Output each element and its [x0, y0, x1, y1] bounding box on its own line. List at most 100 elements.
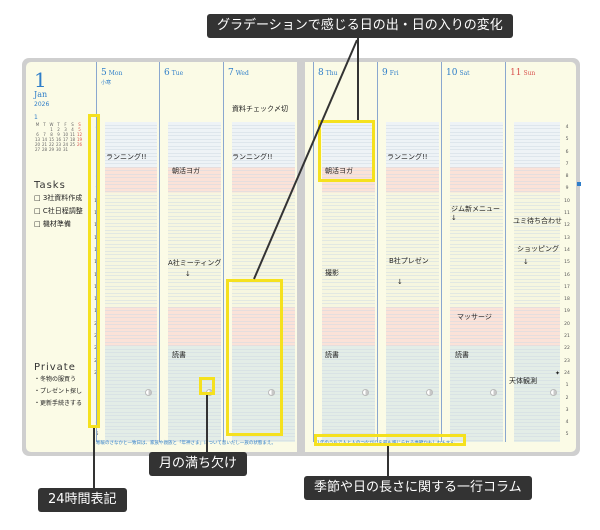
hours-highlight: [88, 114, 100, 428]
mini-calendar-dow: F: [64, 122, 67, 127]
note: ジム新メニュー: [451, 205, 500, 213]
note: 朝活ヨガ: [325, 167, 353, 175]
month-number: 1: [34, 68, 47, 92]
mini-calendar-day: 29: [48, 147, 55, 152]
mini-calendar-day: 20: [34, 142, 41, 147]
hour-label: 6: [565, 149, 569, 155]
moon-phase-icon: [426, 389, 433, 396]
hour-label: 8: [565, 174, 569, 180]
mini-calendar-day: 27: [34, 147, 41, 152]
mini-calendar-day: 1: [50, 127, 53, 132]
day-grid[interactable]: [232, 122, 295, 442]
note: 天体観測: [509, 377, 537, 385]
leader-line: [387, 446, 389, 476]
tasks-list: □ 3社資料作成 □ C社日程調整 □ 機材準備: [34, 192, 83, 231]
note: ランニング!!: [387, 153, 428, 161]
hour-label: 3: [565, 407, 569, 413]
day-of-week: Wed: [235, 70, 249, 77]
note: ランニング!!: [232, 153, 273, 161]
day-grid[interactable]: [322, 122, 375, 442]
day-of-week: Sat: [459, 70, 470, 77]
note: ユミ待ち合わせ: [513, 217, 562, 225]
mini-calendar-day: 30: [55, 147, 62, 152]
mini-calendar-day: 13: [34, 137, 41, 142]
hour-label: 16: [564, 272, 570, 278]
leader-line: [206, 395, 208, 453]
mini-calendar-dow: S: [71, 122, 74, 127]
day-grid[interactable]: [105, 122, 157, 442]
note: A社ミーティング: [168, 259, 222, 267]
mini-calendar-day: 9: [57, 132, 60, 137]
hour-label: 7: [565, 161, 569, 167]
mini-calendar-day: 22: [48, 142, 55, 147]
day-grid[interactable]: [514, 122, 560, 442]
mini-calendar-day: 24: [62, 142, 69, 147]
hour-label: 4: [565, 420, 569, 426]
hour-label: 9: [565, 186, 569, 192]
daily-column-text: 寒暖のさなかと一致日は、家族や親族と「年神さま」について思いだし一族の状態まえ。: [96, 441, 276, 446]
mini-calendar-day: 11: [69, 132, 76, 137]
hour-label: 10: [564, 198, 570, 204]
month-name: Jan: [34, 90, 48, 99]
bookmark-tab: [577, 182, 581, 186]
note: B社プレゼン: [389, 257, 429, 265]
day-grid[interactable]: [386, 122, 439, 442]
note: ランニング!!: [106, 153, 147, 161]
mini-calendar-day: 10: [62, 132, 69, 137]
note: 撮影: [325, 269, 339, 277]
hour-label: 23: [564, 358, 570, 364]
mini-calendar-day: 3: [64, 127, 67, 132]
hour-label: 5: [95, 432, 99, 438]
solar-term: 小寒: [101, 80, 112, 86]
month-year: 2026: [34, 101, 50, 108]
arrow-down-icon: ↓: [523, 258, 529, 266]
mini-calendar-day: 19: [76, 137, 83, 142]
leader-line: [93, 428, 95, 490]
day-grid[interactable]: [450, 122, 503, 442]
day-of-week: Sun: [523, 70, 536, 77]
mini-calendar-day: 8: [50, 132, 53, 137]
sparkle-icon: ✦: [555, 370, 561, 377]
private-heading: Private: [34, 362, 76, 373]
mini-calendar-dow: W: [49, 122, 54, 127]
task-item[interactable]: □ 3社資料作成: [34, 194, 83, 202]
mini-calendar-day: 28: [41, 147, 48, 152]
day-number: 9: [382, 68, 388, 78]
mini-calendar-day: 18: [69, 137, 76, 142]
hour-label: 11: [564, 211, 570, 217]
moon-phase-icon: [145, 389, 152, 396]
callout-column: 季節や日の長さに関する一行コラム: [304, 476, 532, 500]
moon-phase-icon: [550, 389, 557, 396]
hour-label: 5: [565, 137, 569, 143]
moon-highlight: [199, 377, 215, 395]
day-number: 7: [228, 68, 234, 78]
day-number: 5: [101, 68, 107, 78]
mini-calendar-day: 15: [48, 137, 55, 142]
mini-calendar-day: 17: [62, 137, 69, 142]
hour-label: 22: [564, 346, 570, 352]
mini-calendar-day: 25: [69, 142, 76, 147]
day-of-week: Thu: [325, 70, 338, 77]
mini-calendar-dow: T: [43, 122, 46, 127]
task-item[interactable]: □ C社日程調整: [34, 207, 83, 215]
arrow-down-icon: ↓: [451, 214, 457, 222]
hour-label: 17: [564, 284, 570, 290]
mini-calendar-month: 1: [34, 114, 38, 121]
mini-calendar-day: 7: [43, 132, 46, 137]
note: ショッピング: [517, 245, 559, 253]
mini-calendar-day: 21: [41, 142, 48, 147]
mini-calendar-day: 31: [62, 147, 69, 152]
mini-calendar-dow: T: [57, 122, 60, 127]
task-item[interactable]: □ 機材準備: [34, 220, 71, 228]
callout-gradient: グラデーションで感じる日の出・日の入りの変化: [207, 14, 513, 38]
day-number: 11: [510, 68, 522, 78]
mini-calendar-day: 5: [78, 127, 81, 132]
mini-calendar-day: 4: [71, 127, 74, 132]
